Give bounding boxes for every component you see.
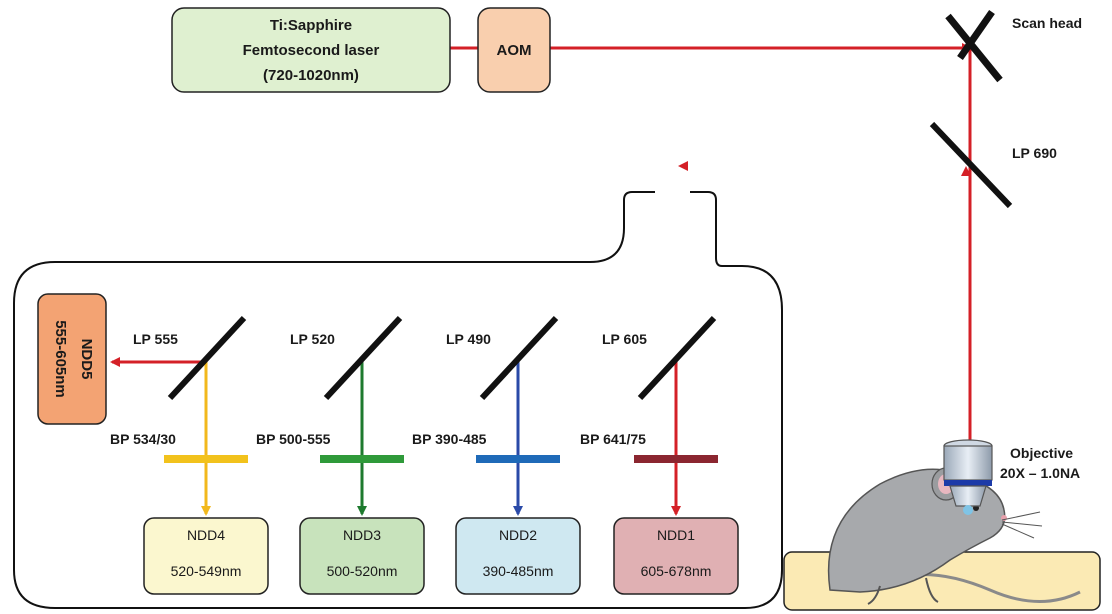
objective-lens-icon — [943, 439, 993, 515]
mirror-lp520 — [323, 315, 403, 401]
bp500-label: BP 500-555 — [256, 431, 331, 447]
ndd2-name: NDD2 — [499, 527, 537, 543]
mirror-lp555 — [167, 315, 247, 401]
ndd3-name: NDD3 — [343, 527, 381, 543]
bp390-label: BP 390-485 — [412, 431, 487, 447]
lp605-label: LP 605 — [602, 331, 647, 347]
filter-bp534 — [164, 455, 248, 463]
filter-bp500 — [320, 455, 404, 463]
lp520-label: LP 520 — [290, 331, 335, 347]
bp534-label: BP 534/30 — [110, 431, 176, 447]
mirror-lp690 — [929, 121, 1013, 209]
lp690-label: LP 690 — [1012, 145, 1057, 161]
laser-box: Ti:Sapphire Femtosecond laser (720-1020n… — [171, 7, 451, 93]
ndd4-range: 520-549nm — [171, 563, 242, 579]
objective-line2: 20X – 1.0NA — [1000, 465, 1080, 481]
laser-line1: Ti:Sapphire — [270, 17, 352, 34]
ndd2-range: 390-485nm — [483, 563, 554, 579]
mirror-lp490 — [479, 315, 559, 401]
aom-label: AOM — [497, 42, 532, 59]
scan-mirror-a — [945, 13, 1003, 83]
mirror-lp605 — [637, 315, 717, 401]
ndd2-box: NDD2 390-485nm — [455, 517, 581, 595]
ndd5-name: NDD5 — [78, 339, 95, 380]
scan-mirror-b — [957, 10, 995, 60]
laser-line3: (720-1020nm) — [263, 67, 359, 84]
ndd5-box: NDD5 555-605nm — [37, 293, 107, 425]
filter-bp390 — [476, 455, 560, 463]
ndd4-box: NDD4 520-549nm — [143, 517, 269, 595]
lp490-label: LP 490 — [446, 331, 491, 347]
filter-bp641 — [634, 455, 718, 463]
laser-line2: Femtosecond laser — [243, 42, 380, 59]
ndd4-name: NDD4 — [187, 527, 225, 543]
objective-line1: Objective — [1010, 445, 1073, 461]
ndd1-name: NDD1 — [657, 527, 695, 543]
aom-box: AOM — [477, 7, 551, 93]
ndd5-range: 555-605nm — [52, 320, 69, 398]
lp555-label: LP 555 — [133, 331, 178, 347]
detector-enclosure — [13, 191, 783, 609]
bp641-label: BP 641/75 — [580, 431, 646, 447]
ndd1-range: 605-678nm — [641, 563, 712, 579]
ndd3-box: NDD3 500-520nm — [299, 517, 425, 595]
scan-head-label: Scan head — [1012, 15, 1082, 31]
ndd3-range: 500-520nm — [327, 563, 398, 579]
ndd1-box: NDD1 605-678nm — [613, 517, 739, 595]
